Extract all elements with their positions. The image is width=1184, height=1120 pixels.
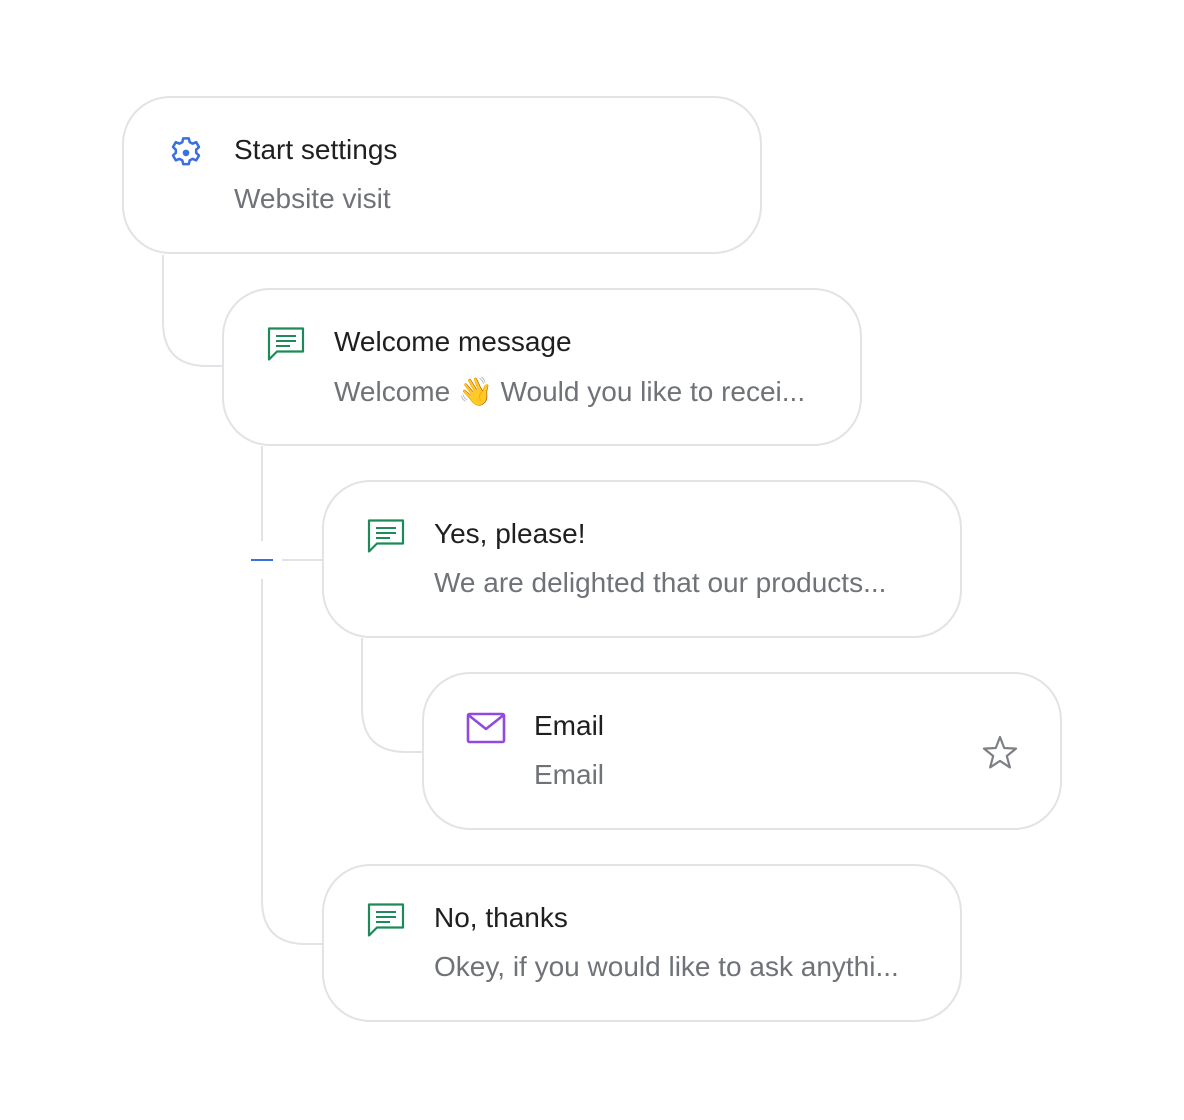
node-title: Welcome message (334, 326, 572, 357)
connector-start-to-welcome (162, 255, 224, 367)
node-title: Start settings (234, 134, 398, 165)
node-subtitle: We are delighted that our products... (434, 567, 887, 598)
node-title: No, thanks (434, 902, 568, 933)
node-subtitle: Email (534, 759, 605, 790)
node-email[interactable]: Email Email (422, 672, 1062, 830)
gear-icon (166, 133, 206, 173)
node-subtitle: Okey, if you would like to ask anythi... (434, 951, 899, 982)
node-title: Email (534, 710, 605, 741)
node-start-settings[interactable]: Start settings Website visit (122, 96, 762, 254)
node-no-thanks[interactable]: No, thanks Okey, if you would like to as… (322, 864, 962, 1022)
star-icon[interactable] (980, 733, 1020, 773)
message-icon (266, 325, 306, 365)
node-subtitle: Website visit (234, 183, 391, 214)
mail-icon (466, 709, 506, 749)
connector-welcome-trunk-bottom (261, 579, 324, 945)
node-title: Yes, please! (434, 518, 586, 549)
message-icon (366, 901, 406, 941)
node-yes-please[interactable]: Yes, please! We are delighted that our p… (322, 480, 962, 638)
node-welcome-message[interactable]: Welcome message Welcome 👋 Would you like… (222, 288, 862, 446)
message-icon (366, 517, 406, 557)
connector-yes-to-email (361, 638, 424, 753)
node-subtitle: Welcome 👋 Would you like to recei... (334, 376, 806, 407)
